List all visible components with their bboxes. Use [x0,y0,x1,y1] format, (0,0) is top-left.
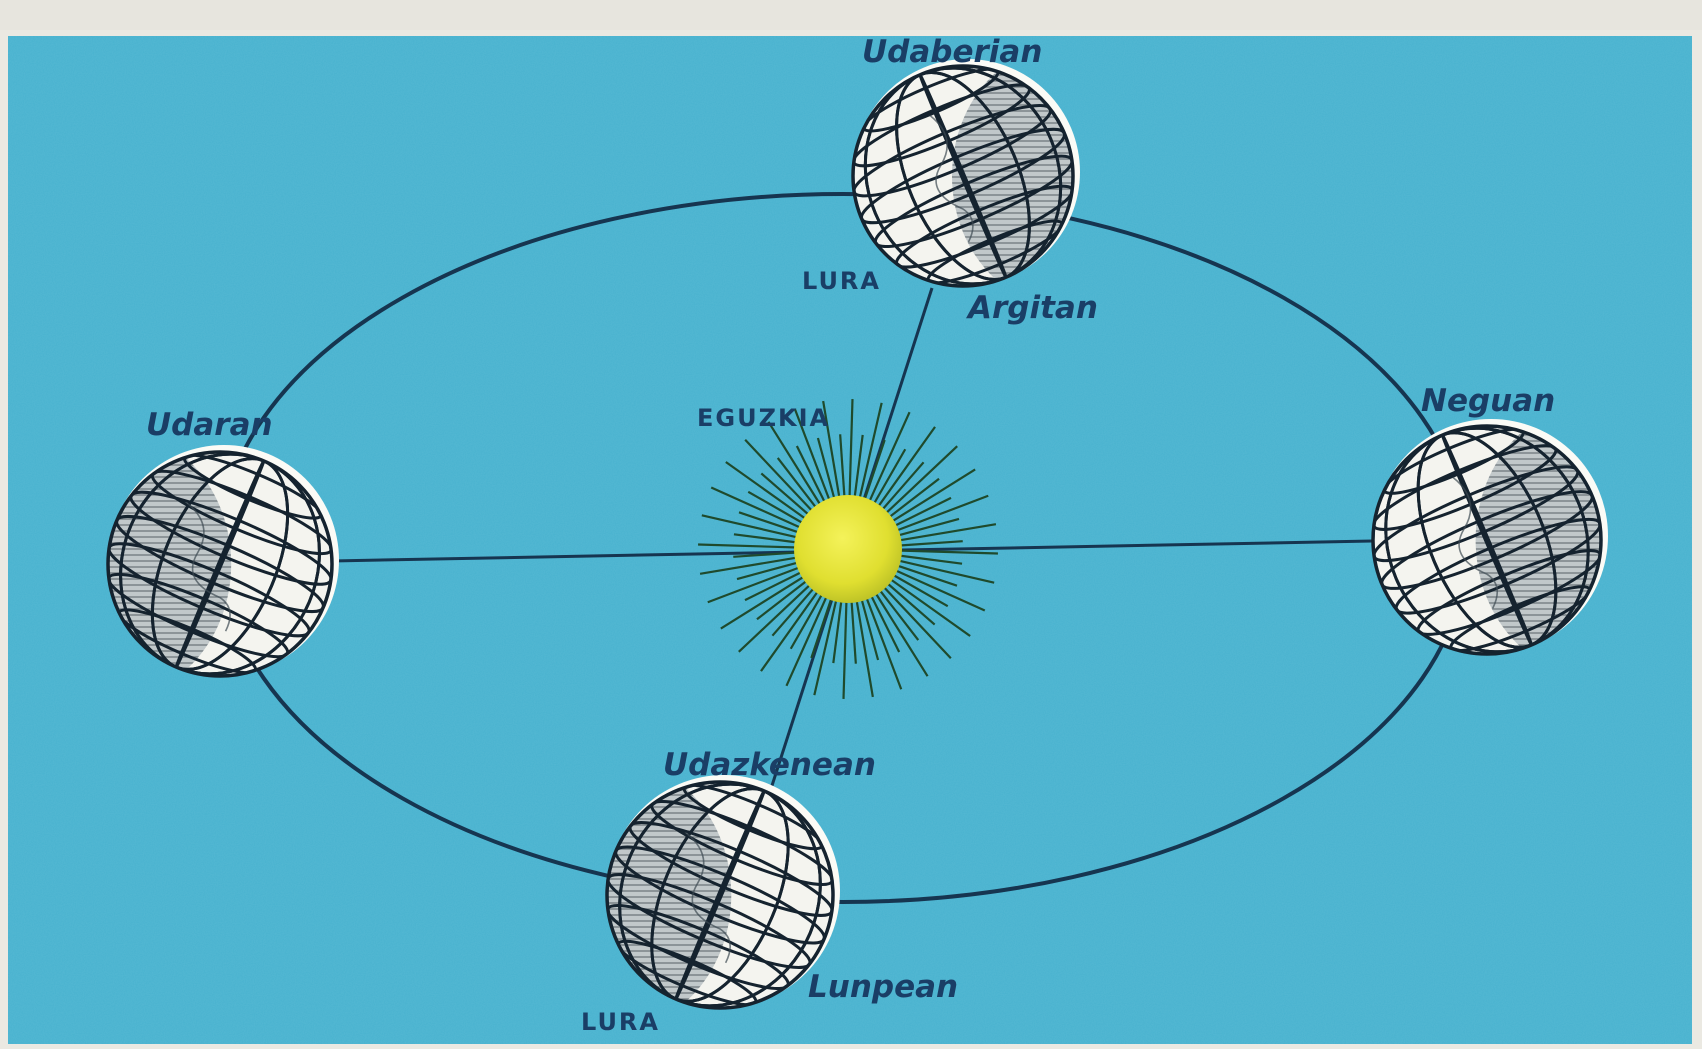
label-shadow: Lunpean [808,969,958,1005]
paper-margin [0,0,1702,30]
sun-core [794,495,902,603]
label-winter: Neguan [1421,383,1555,419]
label-sun: EGUZKIA [697,404,830,432]
label-autumn: Udazkenean [663,747,876,783]
label-spring: Udaberian [862,34,1042,70]
label-earth-top: LURA [802,267,881,295]
label-earth-bottom: LURA [581,1008,660,1036]
label-light: Argitan [965,290,1098,326]
label-summer: Udaran [146,407,273,443]
